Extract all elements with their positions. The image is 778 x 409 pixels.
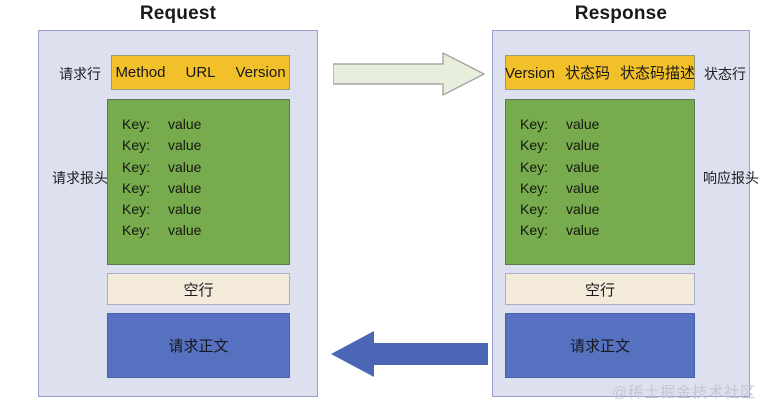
header-key: Key: [520,158,549,175]
response-body-block: 请求正文 [505,313,695,378]
table-row: Key: value [520,178,599,198]
header-value: value [566,137,600,154]
table-row: Key: value [520,199,599,219]
table-row: Key: value [122,157,201,177]
table-row: Key: value [520,220,599,240]
request-token-url: URL [185,64,216,81]
request-body-block: 请求正文 [107,313,290,378]
header-key: Key: [122,116,151,132]
table-row: Key: value [520,114,599,134]
response-status-line-tokens: Version 状态码 状态码描述 [505,62,695,83]
header-value: value [168,201,202,218]
request-start-line-tokens: Method URL Version [115,64,285,81]
table-row: Key: value [122,220,201,240]
table-row: Key: value [122,135,201,155]
table-row: Key: value [122,178,201,198]
request-header-rows: Key: value Key: value Key: value Key: va… [122,114,201,241]
request-start-line-label: 请求行 [59,66,101,82]
response-token-status-code: 状态码 [565,65,611,82]
response-blank-line-block: 空行 [505,273,695,305]
table-row: Key: value [520,135,599,155]
header-value: value [168,179,202,196]
header-value: value [566,179,600,196]
header-key: Key: [122,222,151,239]
header-value: value [168,137,202,154]
header-value: value [168,116,202,132]
header-key: Key: [520,222,549,239]
response-headers-label: 响应报头 [703,170,759,186]
header-key: Key: [122,201,151,218]
request-start-line-block: Method URL Version [111,55,290,90]
response-status-line-label: 状态行 [704,66,746,82]
watermark-text: @稀土掘金技术社区 [612,384,757,401]
header-value: value [566,201,600,218]
request-headers-label: 请求报头 [52,170,108,186]
header-key: Key: [520,179,549,196]
header-key: Key: [520,201,549,218]
request-section-title: Request [139,3,217,24]
request-headers-block: Key: value Key: value Key: value Key: va… [107,99,290,265]
header-value: value [168,158,202,175]
header-key: Key: [122,137,151,154]
response-headers-block: Key: value Key: value Key: value Key: va… [505,99,695,265]
header-key: Key: [520,137,549,154]
response-flow-left-arrow-icon [331,331,488,377]
table-row: Key: value [122,114,201,134]
request-blank-line-block: 空行 [107,273,290,305]
header-key: Key: [122,179,151,196]
header-key: Key: [122,158,151,175]
response-status-line-block: Version 状态码 状态码描述 [505,55,695,90]
table-row: Key: value [520,157,599,177]
request-token-method: Method [115,64,166,81]
response-token-version: Version [504,65,556,82]
table-row: Key: value [122,199,201,219]
response-section-title: Response [574,3,668,24]
response-token-status-text: 状态码描述 [620,65,696,82]
header-value: value [566,158,600,175]
header-value: value [566,222,600,239]
header-key: Key: [520,116,549,132]
response-header-rows: Key: value Key: value Key: value Key: va… [520,114,599,241]
request-token-version: Version [235,64,286,81]
request-flow-right-arrow-icon [333,52,485,96]
header-value: value [168,222,202,239]
header-value: value [566,116,600,132]
